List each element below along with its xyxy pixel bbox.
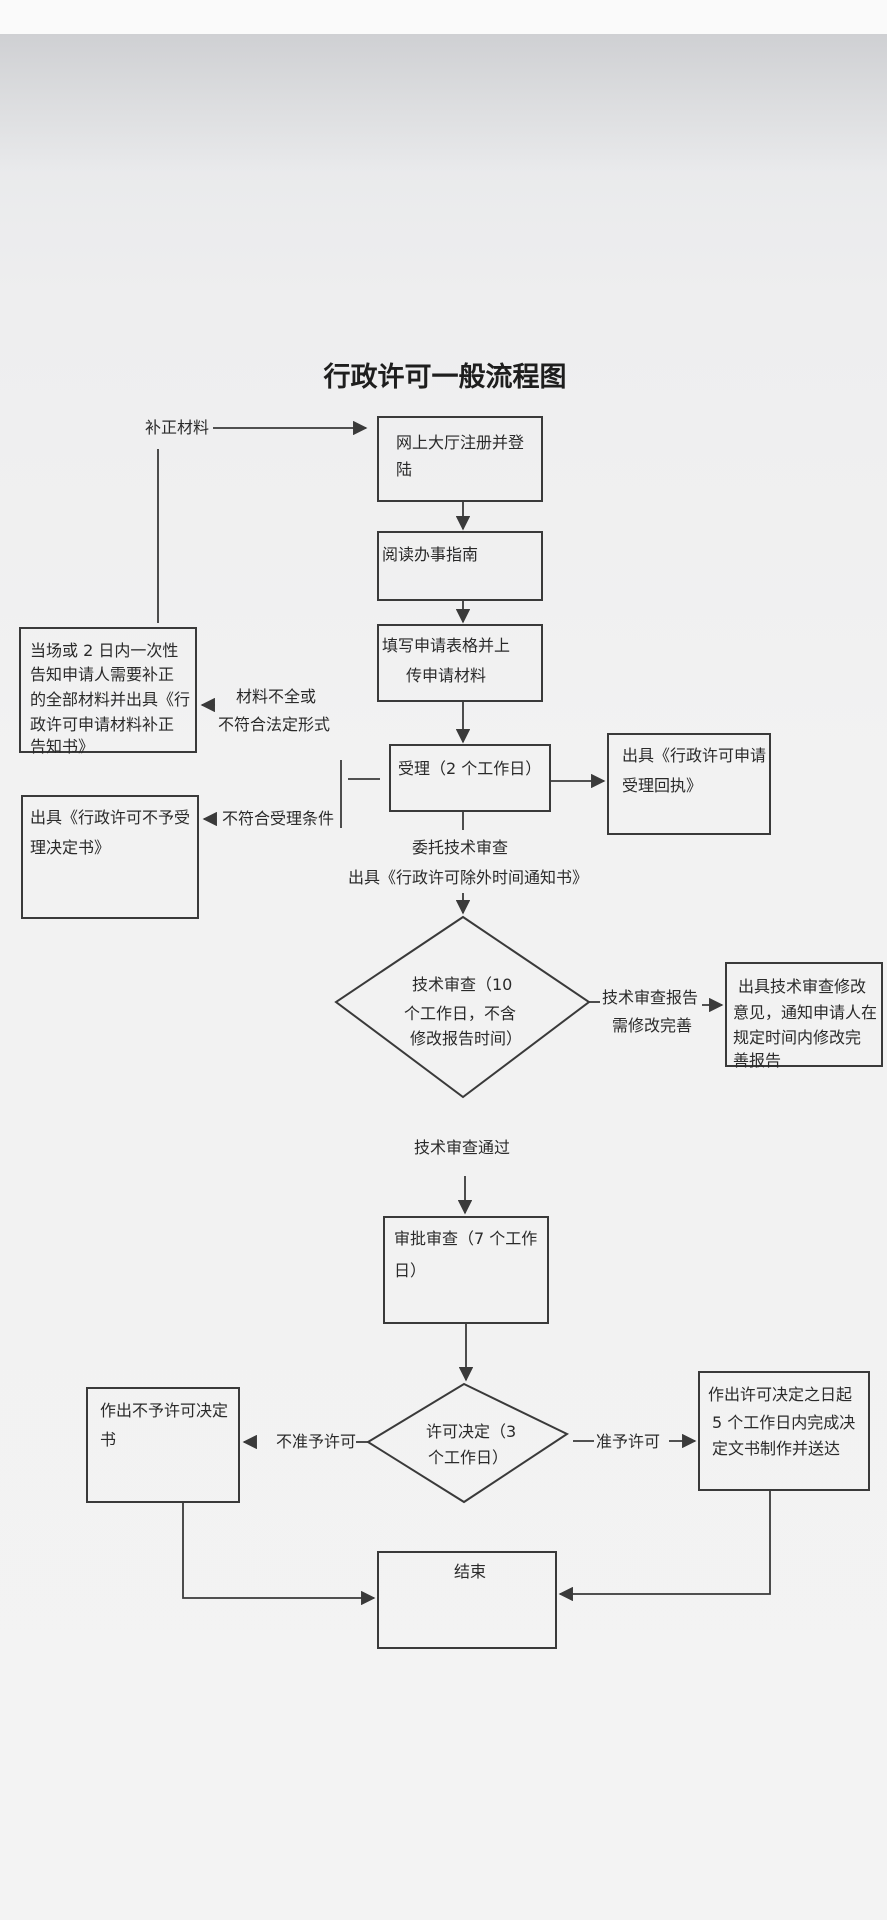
node-register (377, 416, 543, 502)
node-decision-line-1: 许可决定（3 (426, 1422, 516, 1441)
node-grant-doc-line-1: 作出许可决定之日起 (708, 1385, 852, 1404)
node-revise-line-3: 规定时间内修改完 (733, 1028, 861, 1047)
node-tech-review-line-3: 修改报告时间） (410, 1029, 522, 1048)
edge-supplement-label: 补正材料 (145, 418, 209, 437)
edge-not-qualified-label: 不符合受理条件 (222, 809, 334, 828)
node-end (377, 1551, 557, 1649)
node-grant-doc-line-2: 5 个工作日内完成决 (712, 1413, 855, 1432)
flowchart-title: 行政许可一般流程图 (323, 361, 567, 393)
node-notice-correct-line-3: 的全部材料并出具《行 (30, 690, 190, 709)
node-not-accept (21, 795, 199, 919)
node-notice-correct-line-1: 当场或 2 日内一次性 (30, 641, 178, 660)
edge-grant-end (558, 1490, 771, 1602)
paper-top-edge (0, 0, 887, 34)
node-accept-label: 受理（2 个工作日） (398, 759, 541, 778)
edge-deny-end (182, 1502, 376, 1606)
node-revise-line-2: 意见，通知申请人在 (733, 1003, 877, 1022)
edge-incomplete-label-2: 不符合法定形式 (218, 715, 330, 734)
edge-needs-revision-label-2: 需修改完善 (612, 1016, 692, 1035)
node-decision-line-2: 个工作日） (428, 1448, 508, 1467)
edge-incomplete-label-1: 材料不全或 (236, 687, 316, 706)
node-fill-form (377, 624, 543, 702)
node-decision (366, 1382, 570, 1504)
node-register-line-2: 陆 (396, 460, 412, 479)
node-notice-correct-line-2: 告知申请人需要补正 (30, 665, 174, 684)
node-tech-review (334, 915, 591, 1099)
node-revise (725, 962, 883, 1067)
node-approval-line-1: 审批审查（7 个工作 (394, 1229, 537, 1248)
node-receipt-line-1: 出具《行政许可申请 (622, 746, 766, 765)
edge-needs-revision-label-1: 技术审查报告 (602, 988, 698, 1007)
node-receipt-line-2: 受理回执》 (622, 776, 702, 795)
node-grant-doc-line-3: 定文书制作并送达 (712, 1439, 840, 1458)
node-revise-line-4: 善报告 (733, 1051, 781, 1070)
edge-commission-label-2: 出具《行政许可除外时间通知书》 (348, 868, 588, 887)
node-notice-correct (19, 627, 197, 753)
node-tech-review-line-2: 个工作日，不含 (404, 1004, 516, 1023)
node-revise-line-1: 出具技术审查修改 (738, 977, 866, 996)
node-deny-doc-line-1: 作出不予许可决定 (100, 1401, 228, 1420)
node-register-line-1: 网上大厅注册并登 (396, 433, 524, 452)
node-deny-doc-line-2: 书 (100, 1430, 116, 1449)
edge-tech-pass-label: 技术审查通过 (414, 1138, 510, 1157)
node-fill-form-line-2: 传申请材料 (406, 666, 486, 685)
node-receipt (607, 733, 771, 835)
node-notice-correct-line-4: 政许可申请材料补正 (30, 715, 174, 734)
node-end-label: 结束 (454, 1562, 486, 1581)
paper-shadow (0, 34, 887, 174)
node-accept (389, 744, 551, 812)
node-grant-doc (698, 1371, 870, 1491)
node-approval-line-2: 日） (394, 1261, 426, 1280)
node-fill-form-line-1: 填写申请表格并上 (382, 636, 510, 655)
edge-grant-label: 准予许可 (596, 1432, 660, 1451)
node-not-accept-line-1: 出具《行政许可不予受 (30, 808, 190, 827)
node-tech-review-line-1: 技术审查（10 (412, 975, 512, 994)
node-notice-correct-line-5: 告知书》 (30, 737, 94, 756)
node-guide-label: 阅读办事指南 (382, 545, 478, 564)
edge-commission-label-1: 委托技术审查 (412, 838, 508, 857)
node-not-accept-line-2: 理决定书》 (30, 838, 110, 857)
node-guide (377, 531, 543, 601)
edge-deny-label: 不准予许可 (276, 1432, 356, 1451)
node-deny-doc (86, 1387, 240, 1503)
